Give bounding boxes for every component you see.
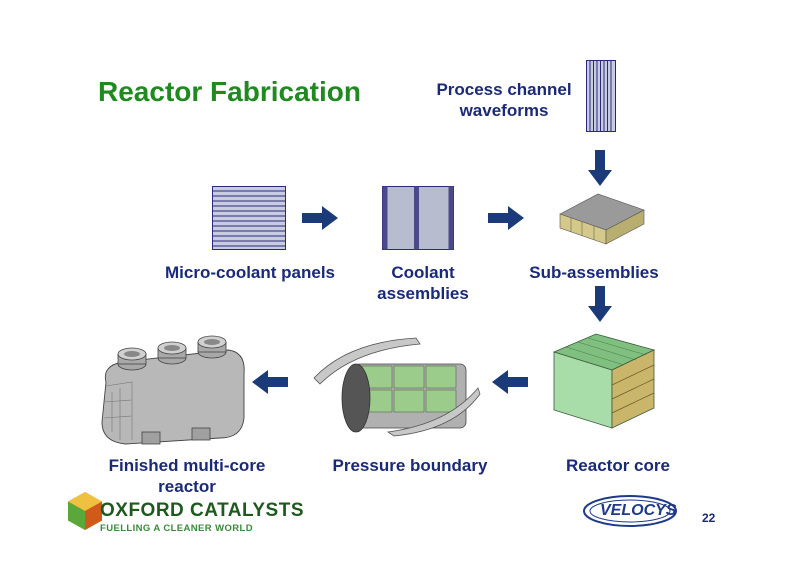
reactor-core-graphic: [552, 333, 656, 429]
page-number: 22: [702, 511, 716, 525]
label-coolant-assemblies: Coolant assemblies: [377, 263, 469, 303]
process-channel-waveform-graphic: [586, 60, 616, 132]
label-pressure-boundary: Pressure boundary: [332, 456, 488, 475]
label-reactor-core: Reactor core: [566, 456, 670, 475]
oxford-catalysts-wordmark: OXFORD CATALYSTS: [100, 500, 304, 521]
label-sub-assemblies: Sub-assemblies: [529, 263, 659, 282]
oxford-catalysts-tagline: FUELLING A CLEANER WORLD: [100, 523, 253, 534]
sub-assembly-graphic: [559, 193, 645, 245]
finished-reactor-graphic: [101, 335, 245, 445]
micro-coolant-panel-graphic: [212, 186, 286, 250]
oxford-catalysts-logo-icon: [68, 492, 102, 530]
label-micro-coolant-panels: Micro-coolant panels: [164, 263, 336, 282]
velocys-logo-icon: [583, 495, 677, 527]
coolant-assembly-graphic: [382, 186, 454, 250]
velocys-wordmark: VELOCYS: [600, 502, 677, 519]
arrow-right-icon: [302, 206, 338, 230]
arrow-right-icon: [488, 206, 524, 230]
label-process-channel: Process channel waveforms: [436, 80, 572, 120]
pressure-boundary-graphic: [313, 337, 481, 437]
arrow-down-icon: [588, 150, 612, 186]
arrow-left-icon: [252, 370, 288, 394]
page-title: Reactor Fabrication: [98, 76, 361, 107]
arrow-left-icon: [492, 370, 528, 394]
arrow-down-icon: [588, 286, 612, 322]
label-finished-reactor: Finished multi-core reactor: [108, 456, 266, 496]
